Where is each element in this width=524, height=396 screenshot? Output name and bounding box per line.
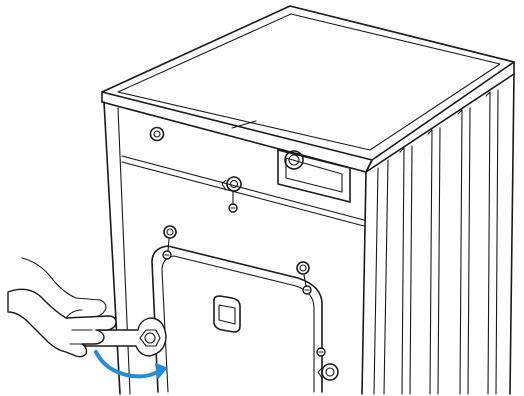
bolt-icon (163, 226, 176, 259)
top-lid-inner-rim (118, 14, 500, 150)
lid-front-edge (102, 92, 372, 172)
bolt-icon (317, 348, 338, 380)
cover-window (214, 296, 240, 332)
side-panel (510, 74, 514, 394)
vent-knob (151, 128, 164, 141)
rear-panel (104, 102, 120, 394)
rotation-arrow-icon (96, 352, 166, 378)
hand-icon (8, 258, 116, 357)
top-lid (102, 6, 514, 160)
bolt-icon (222, 177, 241, 212)
rear-panel-right-edge (362, 172, 366, 394)
